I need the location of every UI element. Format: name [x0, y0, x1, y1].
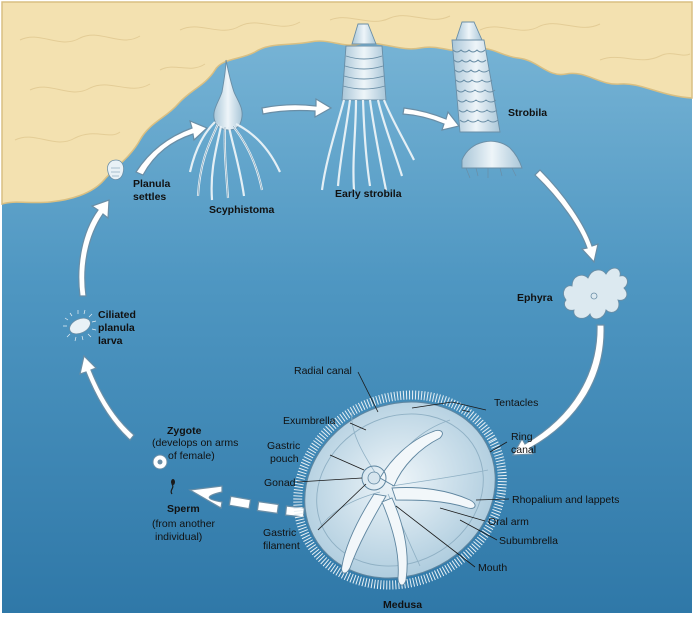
label-planula-settles-2: settles — [133, 191, 166, 203]
label-gastric-filament-2: filament — [263, 540, 300, 552]
cycle-arrows — [78, 97, 605, 456]
label-ring-canal-1: Ring — [511, 431, 533, 443]
label-scyphistoma: Scyphistoma — [209, 204, 275, 216]
rock-texture — [14, 15, 691, 143]
label-ciliated-planula-1: Ciliated — [98, 309, 136, 321]
label-exumbrella: Exumbrella — [283, 415, 336, 427]
label-subumbrella: Subumbrella — [499, 535, 558, 547]
ciliated-planula-larva-organism — [63, 309, 97, 342]
label-medusa: Medusa — [383, 599, 422, 611]
label-gastric-filament-1: Gastric — [263, 527, 296, 539]
zygote-organism — [152, 454, 168, 470]
label-gastric-pouch-2: pouch — [270, 453, 299, 465]
label-early-strobila: Early strobila — [335, 188, 402, 200]
medusa-organism — [293, 390, 507, 590]
arrow-ephyra-to-medusa — [511, 324, 605, 456]
label-ciliated-planula-2: planula — [98, 322, 135, 334]
label-ciliated-planula-3: larva — [98, 335, 123, 347]
label-planula-settles-1: Planula — [133, 178, 171, 190]
label-oral-arm: Oral arm — [488, 516, 529, 528]
label-mouth: Mouth — [478, 562, 507, 574]
label-radial-canal: Radial canal — [294, 365, 352, 377]
label-sperm-note-2: individual) — [155, 531, 202, 543]
label-ring-canal-2: canal — [511, 444, 536, 456]
label-gastric-pouch-1: Gastric — [267, 440, 300, 452]
early-strobila-organism — [320, 23, 415, 191]
sperm-organism — [170, 479, 175, 495]
label-zygote: Zygote — [167, 425, 202, 437]
label-strobila: Strobila — [508, 107, 547, 119]
arrow-scyphistoma-to-early-strobila — [261, 97, 333, 119]
label-sperm: Sperm — [167, 503, 200, 515]
label-rhopalium-lappets: Rhopalium and lappets — [512, 494, 619, 506]
label-sperm-note-1: (from another — [152, 518, 216, 530]
planula-settles-organism — [107, 159, 124, 181]
scyphistoma-organism — [188, 59, 281, 201]
arrow-early-to-strobila — [402, 107, 461, 131]
label-zygote-note-1: (develops on arms — [152, 437, 238, 449]
arrow-strobila-to-ephyra — [534, 169, 599, 264]
label-zygote-note-2: of female) — [168, 450, 215, 462]
arrow-planula-to-settle — [78, 199, 110, 297]
arrow-zygote-to-planula — [79, 354, 135, 441]
arrow-settle-to-scyphistoma — [135, 119, 209, 176]
strobila-organism — [451, 21, 523, 179]
ephyra-organism — [563, 267, 628, 320]
dashed-arrow-medusa-to-zygote — [188, 485, 306, 518]
label-ephyra: Ephyra — [517, 292, 553, 304]
label-tentacles: Tentacles — [494, 397, 538, 409]
label-gonad: Gonad — [264, 477, 296, 489]
medusa-leader-lines — [296, 371, 510, 568]
